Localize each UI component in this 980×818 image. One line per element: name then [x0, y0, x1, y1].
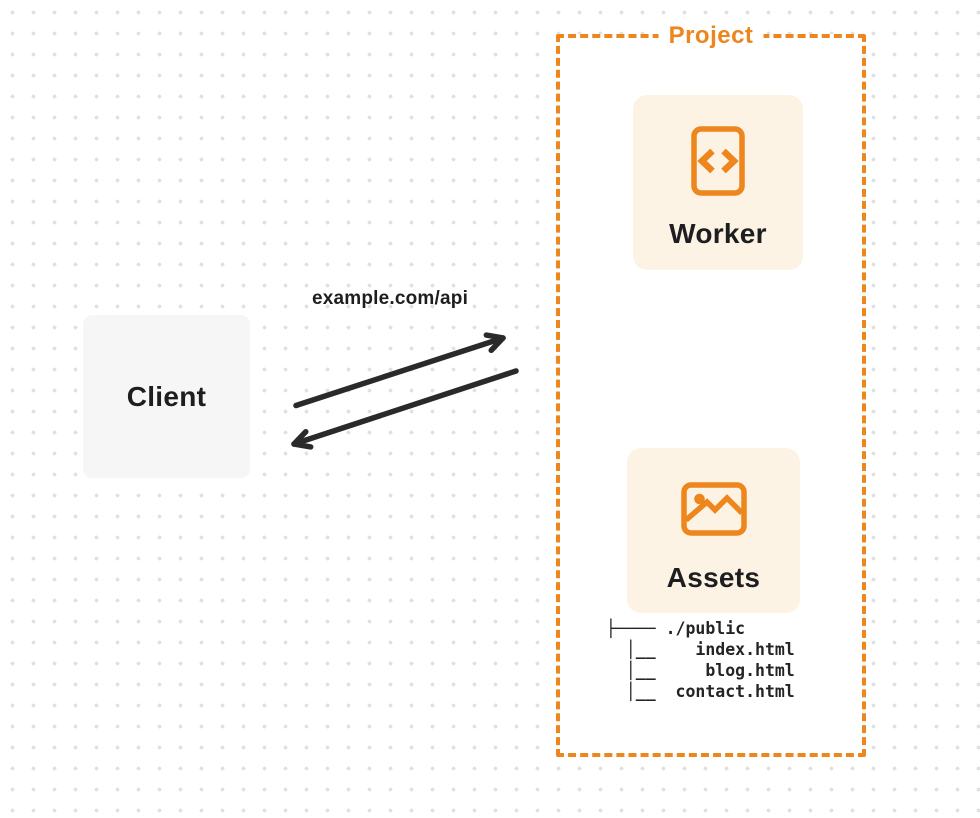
- worker-label: Worker: [669, 218, 767, 249]
- request-url-label: example.com/api: [311, 288, 469, 309]
- image-icon: [680, 482, 747, 536]
- response-arrow: [291, 368, 519, 450]
- client-node: Client: [83, 315, 250, 478]
- client-label: Client: [126, 380, 207, 412]
- request-response-arrows: [291, 332, 519, 450]
- code-file-icon: [691, 126, 745, 196]
- assets-label: Assets: [666, 562, 761, 593]
- request-arrow: [293, 332, 506, 409]
- assets-file-tree: ├──── ./public │__ index.html │__ blog.h…: [606, 619, 795, 701]
- assets-node: Assets: [627, 448, 800, 613]
- worker-node: Worker: [633, 95, 803, 270]
- project-title: Project: [658, 21, 764, 51]
- project-boundary: Project Worker Assets ├──── ./public │__…: [556, 21, 866, 757]
